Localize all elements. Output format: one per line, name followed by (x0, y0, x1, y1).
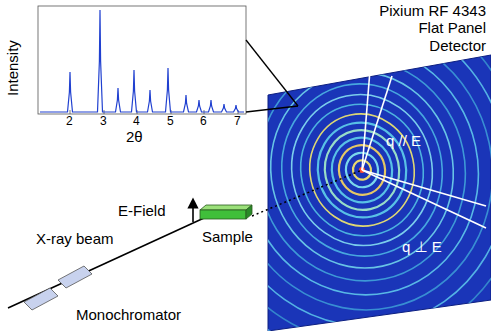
sample-label: Sample (202, 228, 253, 245)
sample-bar: Sample (192, 196, 264, 254)
tick-label: 4 (133, 115, 140, 129)
tick-label: 2 (66, 115, 73, 129)
sample-bar-shape (192, 196, 264, 254)
tick-label: 3 (100, 115, 107, 129)
monochromator-crystals (24, 266, 92, 310)
tick-label: 6 (200, 115, 207, 129)
direction-label: q ⊥ E (402, 238, 442, 255)
axis-title: Intensity (4, 40, 21, 96)
axis-title: 2θ (126, 128, 143, 145)
detector-title: Pixium RF 4343 Flat Panel Detector (368, 2, 486, 54)
tick-label: 7 (234, 115, 241, 129)
beam-label: X-ray beam (36, 230, 114, 247)
field-arrow (192, 203, 194, 222)
field-label: E-Field (118, 202, 166, 219)
detector-panel: Pixium RF 4343 Flat Panel Detector q // E… (240, 0, 491, 331)
direction-label: q // E (386, 132, 421, 149)
part-label: Monochromator (76, 306, 181, 323)
tick-label: 5 (167, 115, 174, 129)
diffraction-plot (38, 6, 246, 114)
